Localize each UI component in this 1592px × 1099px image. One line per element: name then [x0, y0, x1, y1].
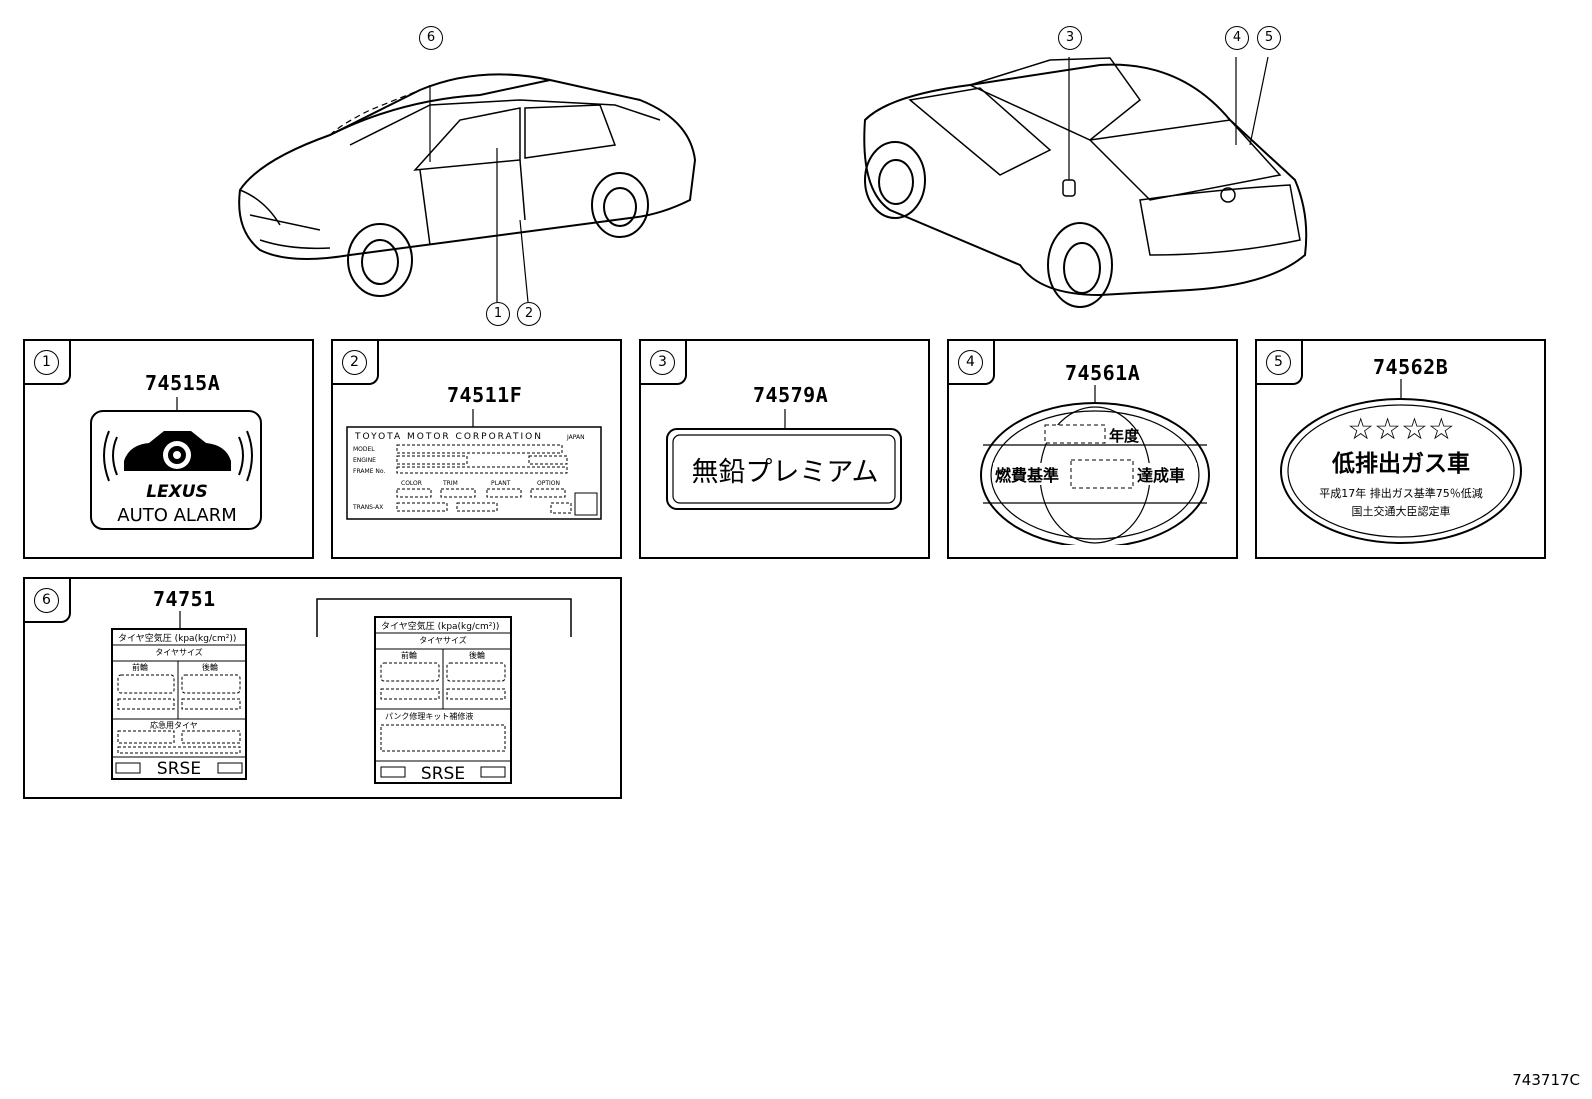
- auto-alarm-label: LEXUS AUTO ALARM: [90, 397, 262, 530]
- panel-number: 4: [958, 350, 983, 375]
- svg-text:後輪: 後輪: [469, 650, 485, 660]
- alarm-car-icon: [124, 431, 231, 471]
- panel-number: 5: [1266, 350, 1291, 375]
- svg-text:TOYOTA MOTOR CORPORATION: TOYOTA MOTOR CORPORATION: [354, 432, 543, 442]
- callout-6: 6: [419, 26, 443, 50]
- svg-text:低排出ガス車: 低排出ガス車: [1331, 451, 1470, 477]
- svg-text:TRIM: TRIM: [442, 480, 458, 487]
- car-rear-view-illustration: [863, 56, 1308, 308]
- label-panel-2: 2 74511F TOYOTA MOTOR CORPORATION JAPAN …: [331, 339, 622, 559]
- svg-text:OPTION: OPTION: [537, 480, 560, 487]
- rating-stars: ☆☆☆☆: [1347, 412, 1455, 447]
- part-number: 74561A: [1065, 361, 1141, 385]
- svg-text:FRAME No.: FRAME No.: [353, 468, 385, 475]
- premium-unleaded-text: 無鉛プレミアム: [691, 457, 878, 488]
- tire-pressure-label-a: タイヤ空気圧 (kpa(kg/cm²)) タイヤサイズ 前輪 後輪 応急用タイヤ…: [111, 611, 247, 780]
- vehicle-id-plate: TOYOTA MOTOR CORPORATION JAPAN MODEL ENG…: [346, 409, 602, 520]
- svg-text:SRSE: SRSE: [421, 764, 465, 784]
- lexus-logo-text: LEXUS: [146, 482, 208, 502]
- premium-unleaded-label: 無鉛プレミアム: [666, 409, 902, 510]
- svg-text:タイヤ空気圧 (kpa(kg/cm²)): タイヤ空気圧 (kpa(kg/cm²)): [118, 632, 236, 644]
- svg-text:SRSE: SRSE: [157, 759, 201, 779]
- svg-text:燃費基準: 燃費基準: [995, 466, 1059, 485]
- auto-alarm-text: AUTO ALARM: [117, 505, 236, 526]
- label-panel-4: 4 74561A 年度 燃費基準 達成車: [947, 339, 1238, 559]
- svg-text:タイヤサイズ: タイヤサイズ: [419, 635, 467, 645]
- callout-4: 4: [1225, 26, 1249, 50]
- label-panel-5: 5 74562B ☆☆☆☆ 低排出ガス車 平成17年 排出ガス基準75％低減 国…: [1255, 339, 1546, 559]
- panel-number: 6: [34, 588, 59, 613]
- svg-text:平成17年 排出ガス基準75％低減: 平成17年 排出ガス基準75％低減: [1319, 486, 1483, 500]
- svg-text:前輪: 前輪: [132, 662, 148, 672]
- callout-2: 2: [517, 302, 541, 326]
- panel-number: 2: [342, 350, 367, 375]
- svg-text:タイヤサイズ: タイヤサイズ: [155, 647, 203, 657]
- svg-text:タイヤ空気圧 (kpa(kg/cm²)): タイヤ空気圧 (kpa(kg/cm²)): [381, 620, 499, 632]
- svg-text:パンク修理キット補修液: パンク修理キット補修液: [385, 711, 473, 721]
- svg-text:前輪: 前輪: [401, 650, 417, 660]
- low-emission-label: ☆☆☆☆ 低排出ガス車 平成17年 排出ガス基準75％低減 国土交通大臣認定車: [1280, 379, 1522, 544]
- svg-text:後輪: 後輪: [202, 662, 218, 672]
- part-number: 74751: [153, 587, 216, 611]
- part-number: 74562B: [1373, 355, 1449, 379]
- svg-text:PLANT: PLANT: [491, 480, 511, 487]
- panel-number: 3: [650, 350, 675, 375]
- callout-1: 1: [486, 302, 510, 326]
- label-panel-6: 6 74751 タイヤ空気圧 (kpa(kg/cm²)) タイヤサイズ 前輪 後…: [23, 577, 622, 799]
- svg-text:ENGINE: ENGINE: [353, 457, 376, 464]
- svg-text:国土交通大臣認定車: 国土交通大臣認定車: [1352, 504, 1451, 518]
- part-number: 74511F: [447, 383, 523, 407]
- fuel-economy-label: 年度 燃費基準 達成車: [980, 385, 1210, 545]
- svg-text:TRANS-AX: TRANS-AX: [352, 504, 383, 511]
- part-number: 74579A: [753, 383, 829, 407]
- callout-5: 5: [1257, 26, 1281, 50]
- callout-3: 3: [1058, 26, 1082, 50]
- svg-text:MODEL: MODEL: [353, 446, 375, 453]
- panel-number: 1: [34, 350, 59, 375]
- svg-text:COLOR: COLOR: [401, 480, 422, 487]
- tire-pressure-label-b: タイヤ空気圧 (kpa(kg/cm²)) タイヤサイズ 前輪 後輪 パンク修理キ…: [316, 598, 572, 784]
- svg-text:達成車: 達成車: [1137, 466, 1185, 485]
- label-panel-1: 1 74515A LEXUS AUTO ALARM: [23, 339, 314, 559]
- car-front-view-illustration: [238, 73, 697, 303]
- svg-text:JAPAN: JAPAN: [566, 434, 585, 441]
- svg-text:応急用タイヤ: 応急用タイヤ: [150, 720, 198, 730]
- drawing-code: 743717C: [1512, 1071, 1580, 1089]
- part-number: 74515A: [145, 371, 221, 395]
- label-panel-3: 3 74579A 無鉛プレミアム: [639, 339, 930, 559]
- svg-text:年度: 年度: [1109, 427, 1140, 445]
